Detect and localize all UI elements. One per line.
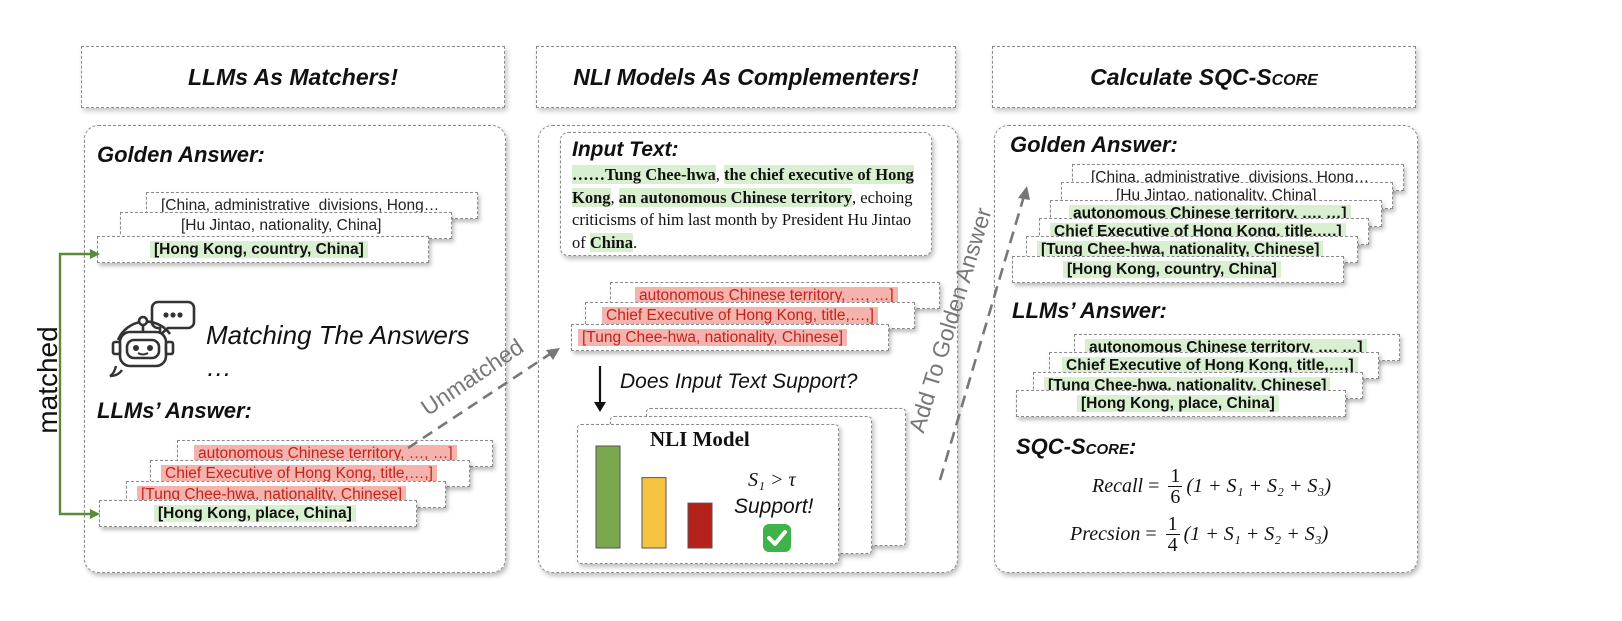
matching-answers-text: Matching The Answers bbox=[206, 320, 470, 350]
nli-support-text: Support! bbox=[734, 495, 814, 518]
right-golden-card-5: [Tung Chee-hwa, nationality, Chinese] bbox=[1026, 236, 1358, 263]
header-nli-text: NLI Models As Complementers! bbox=[573, 63, 919, 90]
recall-label: Recall bbox=[1092, 475, 1144, 497]
add-golden-arrow bbox=[938, 186, 1030, 481]
nli-model-card: NLI Model S₁ > τ Support! bbox=[577, 424, 839, 564]
unmatched-arrow bbox=[407, 348, 560, 450]
header-calculate-prefix: Calculate bbox=[1090, 63, 1199, 90]
left-llm-title: LLMs’ Answer: bbox=[97, 398, 252, 423]
header-score-name: SQC-Score bbox=[1198, 63, 1318, 90]
nli-bar-chart bbox=[595, 445, 713, 549]
header-nli-complementers: NLI Models As Complementers! bbox=[536, 46, 956, 108]
header-llm-matchers-text: LLMs As Matchers! bbox=[187, 63, 399, 90]
right-llm-card-4: [Hong Kong, place, China] bbox=[1016, 390, 1346, 417]
left-llm-card-4: [Hong Kong, place, China] bbox=[99, 500, 417, 527]
nli-bar-2 bbox=[641, 477, 667, 549]
precision-label: Precsion bbox=[1070, 523, 1141, 545]
nli-bar-3 bbox=[687, 502, 713, 549]
left-golden-title: Golden Answer: bbox=[97, 142, 265, 167]
header-calculate-score: Calculate SQC-Score bbox=[992, 46, 1416, 108]
recall-rhs: (1 + S₁ + S₂ + S₃) bbox=[1186, 475, 1332, 497]
nli-threshold-formula: S₁ > τ bbox=[748, 469, 796, 491]
support-question: Does Input Text Support? bbox=[620, 370, 858, 393]
score-title: SQC-Score: bbox=[1016, 434, 1137, 459]
right-llm-card-2: Chief Executive of Hong Kong, title,…,] bbox=[1049, 352, 1379, 379]
nli-bar-1 bbox=[595, 445, 621, 549]
nli-model-title: NLI Model bbox=[650, 427, 750, 451]
matched-connector bbox=[58, 249, 100, 519]
matching-ellipsis: … bbox=[206, 352, 232, 382]
left-golden-card-3: [Hong Kong, country, China] bbox=[97, 236, 429, 263]
right-golden-title: Golden Answer: bbox=[1010, 132, 1178, 157]
matched-label: matched bbox=[32, 326, 63, 434]
precision-rhs: (1 + S₁ + S₂ + S₃) bbox=[1183, 523, 1329, 545]
left-golden-card-2: [Hu Jintao, nationality, China] bbox=[120, 212, 452, 239]
header-llm-matchers: LLMs As Matchers! bbox=[81, 46, 505, 108]
input-text-body: ……Tung Chee-hwa, the chief executive of … bbox=[572, 165, 914, 252]
right-llm-title: LLMs’ Answer: bbox=[1012, 298, 1167, 323]
robot-chat-icon bbox=[109, 300, 196, 378]
down-arrow-icon bbox=[594, 366, 606, 412]
right-golden-card-6: [Hong Kong, country, China] bbox=[1012, 256, 1344, 283]
input-text-title: Input Text: bbox=[572, 138, 679, 161]
unmatched-card-3: [Tung Chee-hwa, nationality, Chinese] bbox=[571, 324, 889, 351]
check-mark-icon bbox=[763, 524, 791, 552]
